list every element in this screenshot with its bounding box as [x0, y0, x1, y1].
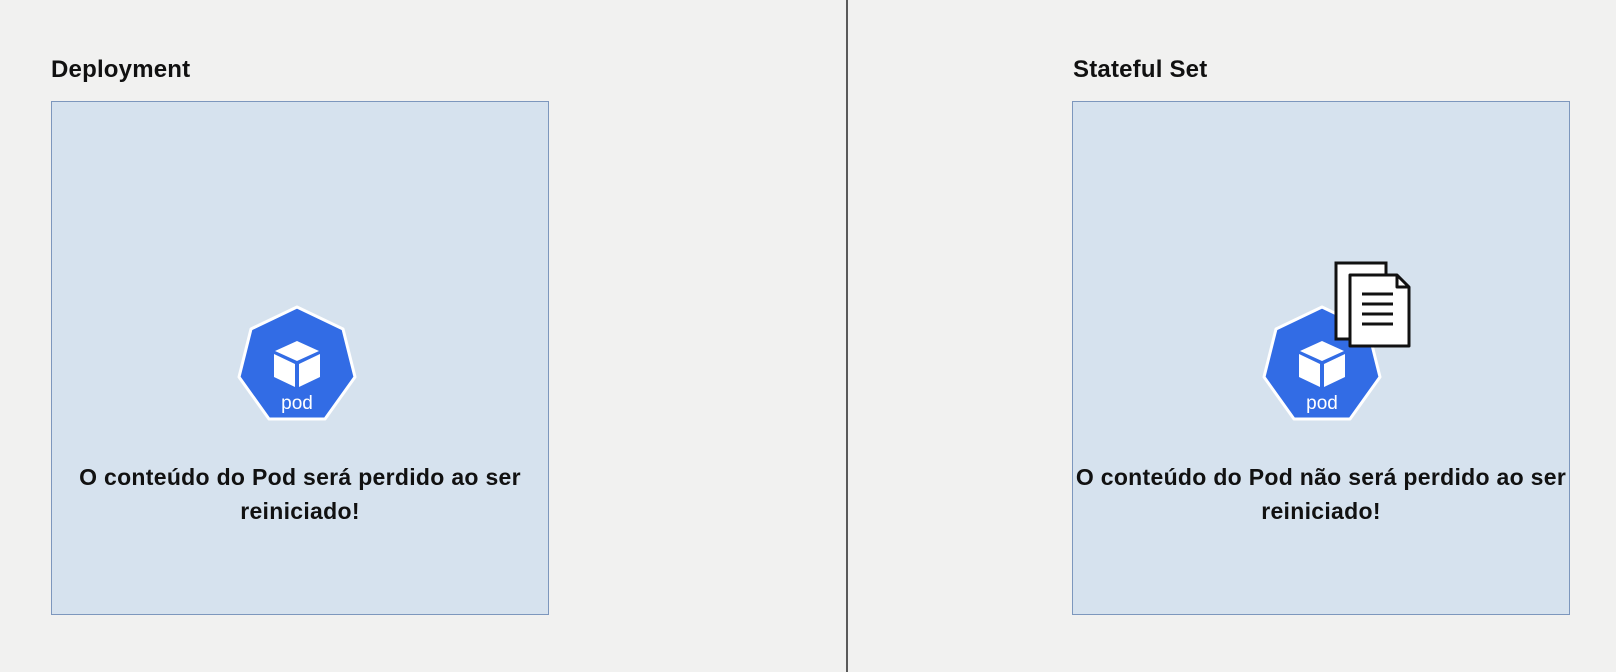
panel-divider [846, 0, 848, 672]
statefulset-box: pod O conteúdo do Pod não será perdido a… [1072, 101, 1570, 615]
deployment-title: Deployment [51, 56, 191, 83]
deployment-caption: O conteúdo do Pod será perdido ao ser re… [79, 464, 521, 524]
statefulset-caption: O conteúdo do Pod não será perdido ao se… [1075, 464, 1567, 524]
pod-label: pod [281, 393, 313, 414]
pod-label: pod [1306, 393, 1338, 414]
documents-icon [1334, 261, 1411, 348]
pod-icon: pod [237, 305, 357, 421]
statefulset-title: Stateful Set [1073, 56, 1208, 83]
deployment-box: pod O conteúdo do Pod será perdido ao se… [51, 101, 549, 615]
